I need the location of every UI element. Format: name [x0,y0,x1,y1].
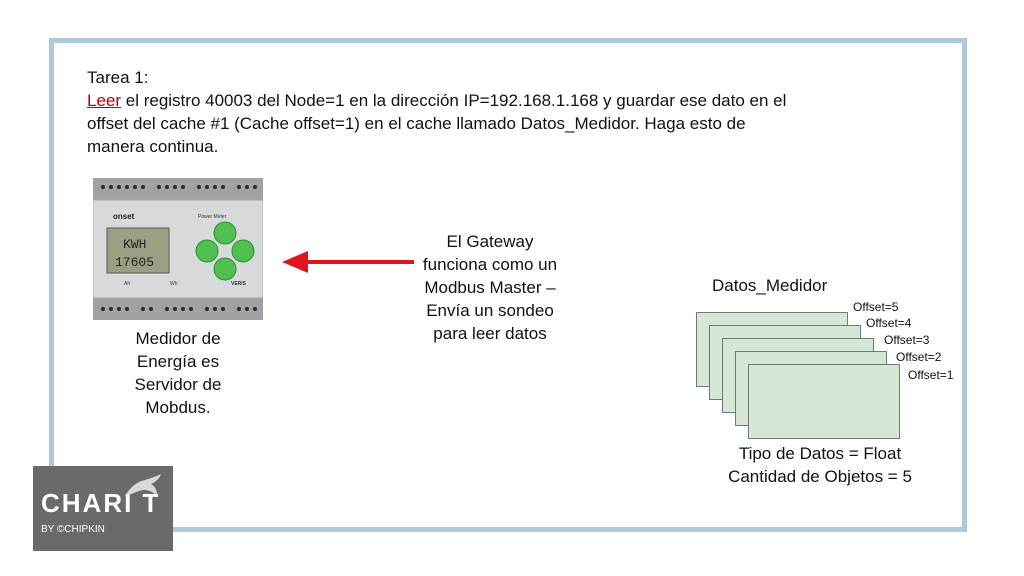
device-top-terminals [93,178,263,200]
gateway-description: El Gateway funciona como un Modbus Maste… [422,232,558,343]
logo-wordmark: CHARI T [41,488,161,518]
down-button[interactable] [213,257,237,281]
lcd-line-1: KWH [123,237,146,252]
power-meter-device: onset Power Meter KWH 17605 Ah Wh VERIS [93,178,263,320]
label-wh: Wh [170,281,178,287]
datastore-caption: Tipo de Datos = Float Cantidad de Objeto… [700,442,940,488]
right-button[interactable] [231,239,255,263]
data-type-label: Tipo de Datos = Float [738,444,902,463]
left-button[interactable] [195,239,219,263]
up-button[interactable] [213,221,237,245]
task-body: Leer el registro 40003 del Node=1 en la … [87,89,807,158]
lcd-display [106,227,170,274]
horse-icon [125,474,161,496]
offset-label-2: Offset=2 [896,350,942,364]
logo-byline: BY ©CHIPKIN [41,524,105,535]
task-heading: Tarea 1: [87,68,149,87]
meter-description: Medidor de Energía es Servidor de Mobdus… [134,329,222,417]
datastore-title: Datos_Medidor [712,276,828,295]
lcd-line-2: 17605 [115,255,154,270]
device-maker: VERIS [231,281,247,287]
device-bottom-terminals [93,298,263,320]
poll-arrow [282,251,414,273]
offset-label-1: Offset=1 [908,368,954,382]
offset-label-5: Offset=5 [853,300,899,314]
task-link-word[interactable]: Leer [87,91,122,110]
offset-label-3: Offset=3 [884,333,930,347]
chariot-logo: CHARI T BY ©CHIPKIN [33,466,173,551]
label-ah: Ah [124,281,130,287]
task-body-text: el registro 40003 del Node=1 en la direc… [87,91,787,156]
task-description: Tarea 1: Leer el registro 40003 del Node… [87,66,807,158]
device-brand: onset [113,212,135,221]
cache-offset-1 [748,364,900,439]
device-model: Power Meter [198,214,227,220]
object-count-label: Cantidad de Objetos = 5 [728,467,912,486]
offset-label-4: Offset=4 [866,316,912,330]
